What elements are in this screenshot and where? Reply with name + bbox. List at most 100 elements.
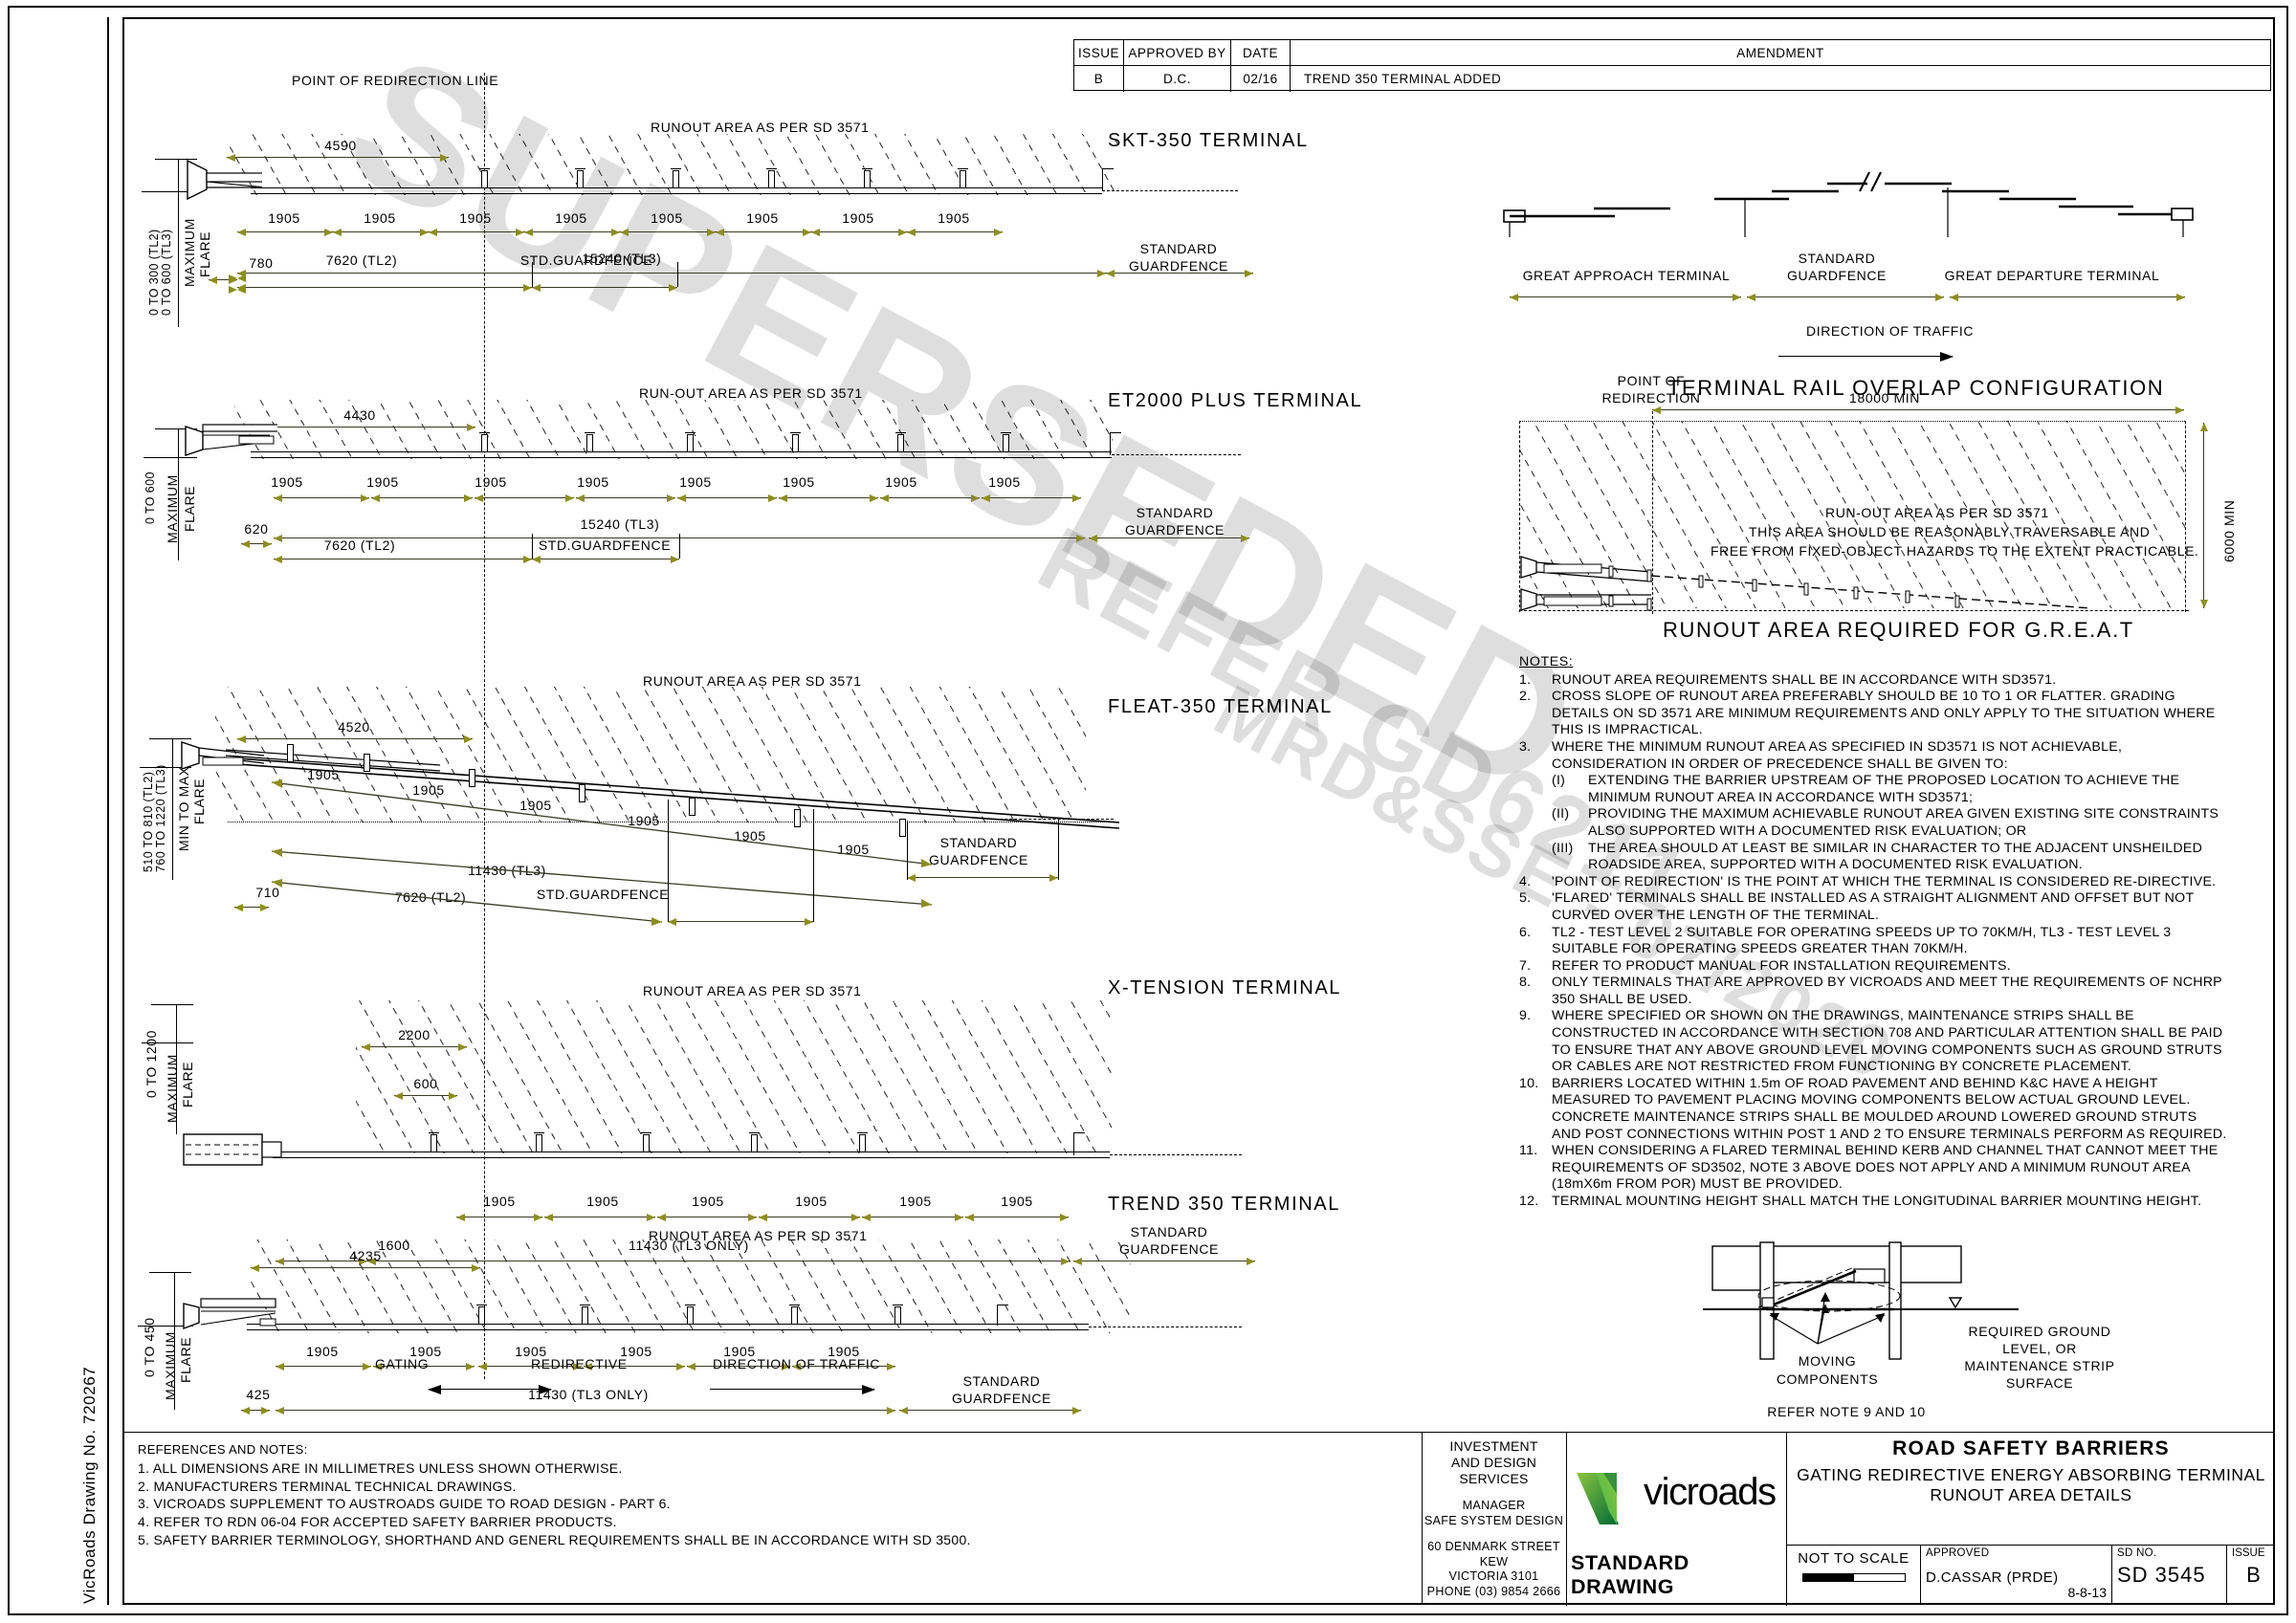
xtension-post [643,1134,650,1152]
note-number: 3. [1519,738,1532,755]
trend350-flare-note-2: MAXIMUM [163,1331,178,1400]
note-number: 4. [1519,873,1532,889]
fleat350-std-guardfence-label-2: GUARDFENCE [928,852,1029,867]
xtension-title: X-TENSION TERMINAL [1108,977,1342,998]
xtension-flare-dim-line [362,1043,467,1051]
fleat350-stdgf-lower-dim [668,918,813,926]
trend350-spacing-dim [792,1363,895,1371]
trend350-flare-dim-line [251,1264,480,1272]
sheet-border-outer [8,6,2288,1615]
approved-cell: APPROVED D.CASSAR (PRDE) 8-8-13 [1921,1546,2112,1605]
xtension-rail-continuation [1110,1154,1242,1155]
fleat350-tick [668,800,669,922]
note-number: 7. [1519,957,1532,974]
refbox-right-divider [1422,1432,1423,1605]
xtension-flare-note-2: MAXIMUM [165,1054,180,1123]
note-item: 7.REFER TO PRODUCT MANUAL FOR INSTALLATI… [1519,958,2227,976]
great-por-label-1: POINT OF [1617,373,1686,388]
note-number: 6. [1519,924,1532,940]
skt350-flare-note-2: 0 TO 600 (TL3) [160,229,173,316]
ground-detail-level-label-2: LEVEL, OR [2002,1341,2077,1356]
et2000-post-cap [685,432,695,433]
et2000-post-cap [585,432,595,433]
org-line-1: INVESTMENT [1449,1438,1538,1454]
issue-value: B [2246,1563,2261,1587]
xtension-spacing-value: 1905 [899,1194,932,1209]
xtension-post-cap [429,1132,439,1133]
sd-number-cell: SD NO. SD 3545 [2112,1546,2227,1605]
xtension-post-cap [641,1132,651,1133]
fleat350-flare-dim-value: 4520 [338,719,370,735]
fleat350-offset-value: 710 [255,885,280,900]
note-text: WHERE SPECIFIED OR SHOWN ON THE DRAWINGS… [1552,1008,2223,1075]
trend350-flare-extension-line [174,1272,175,1410]
ground-detail-moving-label-2: COMPONENTS [1776,1371,1879,1387]
scale-label: NOT TO SCALE [1798,1550,1910,1567]
note-text: 'FLARED' TERMINALS SHALL BE INSTALLED AS… [1552,890,2195,923]
point-of-redirection-line-label: POINT OF REDIRECTION LINE [292,73,499,88]
ground-detail-refer-note: REFER NOTE 9 AND 10 [1767,1404,1926,1419]
notes-heading: NOTES: [1519,654,1574,669]
trend350-spacing-value: 1905 [409,1344,442,1359]
skt350-title: SKT-350 TERMINAL [1108,130,1309,151]
xtension-rail-beam [273,1151,1110,1158]
note-number: 11. [1519,1143,1538,1159]
skt350-spacing-value: 1905 [364,210,396,226]
skt350-runout-label: RUNOUT AREA AS PER SD 3571 [651,120,870,135]
amendment-cell-date: 02/16 [1231,66,1291,92]
skt350-flare-note-4: FLARE [197,230,212,277]
skt350-post [577,170,584,188]
et2000-spacing-value: 1905 [366,474,399,490]
legend-gating-redirective-arrow [428,1385,552,1394]
skt350-post-cap [766,168,777,169]
et2000-spacing-dim [475,494,574,502]
fleat350-stdgf-right-dim [907,874,1058,882]
fleat350-runout-hatch [215,687,1086,822]
address-line-3: VICTORIA 3101 [1448,1569,1539,1583]
note-subitem-text: THE AREA SHOULD AT LEAST BE SIMILAR IN C… [1588,840,2203,873]
org-line-3: SERVICES [1459,1471,1529,1486]
note-subitem: (II)PROVIDING THE MAXIMUM ACHIEVABLE RUN… [1552,806,2227,840]
fleat350-spacing-value: 1905 [519,798,552,813]
rail-overlap-standard-label-1: STANDARD [1798,251,1876,266]
trend350-flare-dim-value: 4235 [349,1248,382,1263]
fleat350-flare-extension-line [172,738,173,880]
note-item: 10.BARRIERS LOCATED WITHIN 1.5m OF ROAD … [1519,1076,2227,1143]
note-item: 3.WHERE THE MINIMUM RUNOUT AREA AS SPECI… [1519,739,2227,874]
note-subitem-text: PROVIDING THE MAXIMUM ACHIEVABLE RUNOUT … [1588,806,2219,839]
fleat350-rail-beam [223,749,1119,829]
rail-overlap-standard-dim [1747,294,1944,301]
rail-overlap-approach-dim [1510,294,1741,301]
amendment-cell-approved-by: D.C. [1124,66,1231,92]
skt350-flare-extension-line [178,159,179,327]
sheet-left-strip [107,17,122,1605]
fleat350-std-guardfence-label-1: STANDARD [939,835,1018,850]
trend350-title: TREND 350 TERMINAL [1108,1194,1340,1215]
reference-item: 3. VICROADS SUPPLEMENT TO AUSTROADS GUID… [138,1496,671,1512]
et2000-offset-value: 620 [244,521,269,537]
fleat350-tick [907,821,908,880]
fleat350-post [364,754,370,772]
et2000-flare-tick-bottom [144,457,197,458]
approved-label: APPROVED [1926,1547,1990,1559]
skt350-offset-value: 780 [249,255,274,271]
et2000-spacing-value: 1905 [679,474,712,490]
xtension-runout-hatch [356,1000,1112,1153]
et2000-spacing-value: 1905 [475,474,507,490]
rail-overlap-title: TERMINAL RAIL OVERLAP CONFIGURATION [1667,376,2165,400]
trend350-spacing-dim [687,1363,790,1371]
great-hatch-left-border [1519,421,1520,612]
amendment-header-amendment: AMENDMENT [1291,40,2270,66]
et2000-overall-tl2-value: 7620 (TL2) [323,537,396,553]
notes-block: NOTES: 1.RUNOUT AREA REQUIREMENTS SHALL … [1519,654,2227,1211]
fleat350-flare-dim-line [237,735,473,743]
skt350-tick [532,262,533,287]
vicroads-logo: vicroads [1575,1469,1785,1528]
ground-detail-level-label-3: MAINTENANCE STRIP [1964,1358,2115,1373]
trend350-std-guardfence-label-2: GUARDFENCE [951,1391,1052,1406]
amendment-table: ISSUE APPROVED BY DATE AMENDMENT B D.C. … [1073,39,2271,92]
skt350-spacing-value: 1905 [651,210,683,226]
et2000-end-post-cap [1110,432,1121,433]
reference-item: 1. ALL DIMENSIONS ARE IN MILLIMETRES UNL… [138,1459,623,1476]
et2000-spacing-dim [677,494,777,502]
